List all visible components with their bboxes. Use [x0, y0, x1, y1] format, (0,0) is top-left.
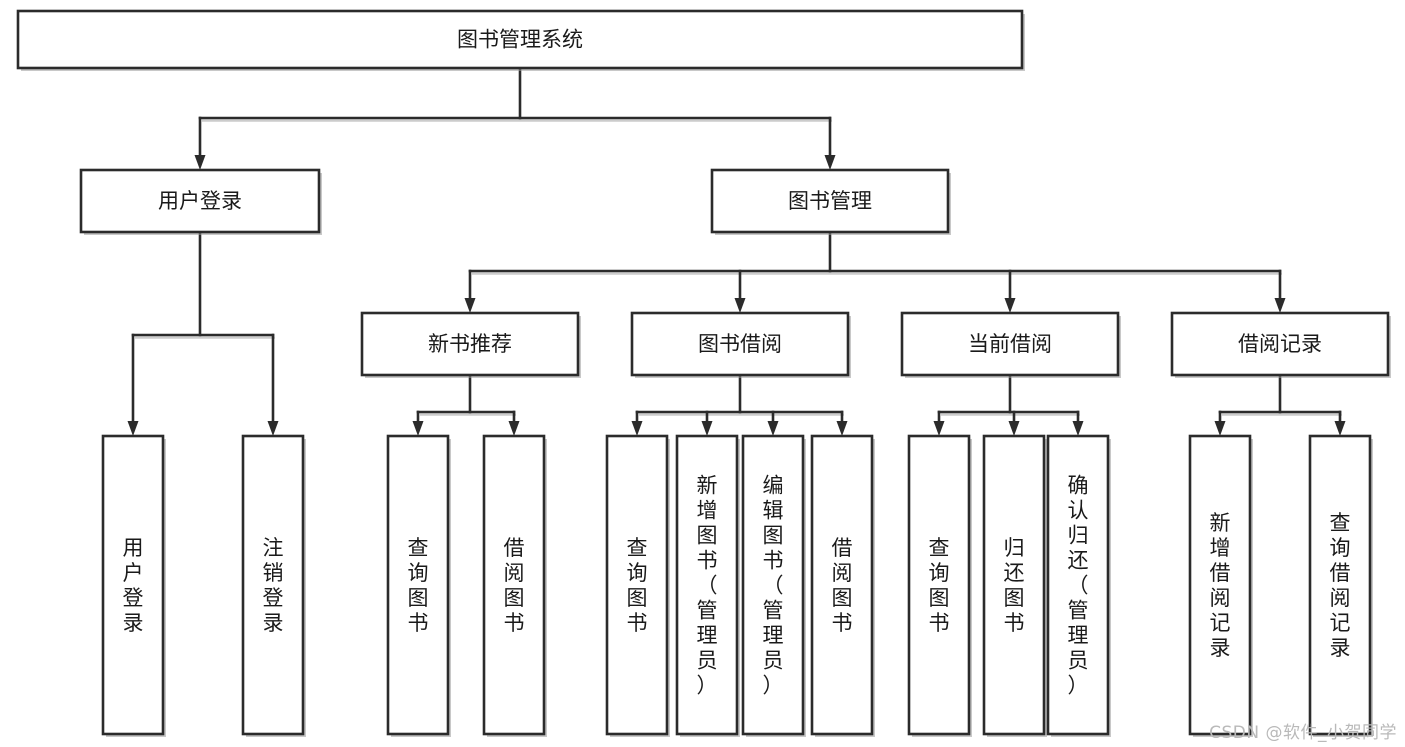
node-leaf-borrow-book-rec-label: 借阅图书: [504, 536, 525, 635]
node-leaf-query-book-borrow-box[interactable]: [605, 434, 669, 736]
arrow-head-icon: [933, 421, 945, 436]
node-leaf-return-book-label: 归还图书: [1004, 536, 1025, 635]
node-leaf-edit-book[interactable]: 编辑图书（管理员）: [741, 434, 806, 737]
node-book-borrow[interactable]: 图书借阅: [630, 311, 851, 378]
arrow-head-icon: [1214, 421, 1226, 436]
node-leaf-borrow-book-rec[interactable]: 借阅图书: [482, 434, 547, 737]
connector-book-manage: [464, 230, 1286, 313]
node-new-book-rec-label: 新书推荐: [428, 332, 512, 356]
arrow-head-icon: [1334, 421, 1346, 436]
connector-user-login: [127, 230, 279, 436]
node-new-book-rec-box[interactable]: [360, 311, 580, 377]
arrow-head-icon: [267, 421, 279, 436]
node-leaf-query-book-rec-label: 查询图书: [408, 536, 429, 635]
node-leaf-query-book-cur-label: 查询图书: [929, 536, 950, 635]
arrow-head-icon: [1274, 298, 1286, 313]
node-leaf-return-book-box[interactable]: [982, 434, 1046, 736]
node-user-login[interactable]: 用户登录: [79, 168, 322, 235]
arrow-head-icon: [836, 421, 848, 436]
arrow-head-icon: [1008, 421, 1020, 436]
node-borrow-record-box[interactable]: [1170, 311, 1390, 377]
node-leaf-add-book-label: 新增图书（管理员）: [697, 474, 718, 698]
node-layer: 图书管理系统用户登录图书管理新书推荐图书借阅当前借阅借阅记录用户登录注销登录查询…: [16, 9, 1391, 737]
node-leaf-query-record-label: 查询借阅记录: [1330, 511, 1351, 660]
arrow-head-icon: [1072, 421, 1084, 436]
node-leaf-confirm-return-label: 确认归还（管理员）: [1068, 474, 1089, 698]
node-leaf-user-logout[interactable]: 注销登录: [241, 434, 306, 737]
node-leaf-borrow-book-box[interactable]: [810, 434, 874, 736]
node-leaf-add-record[interactable]: 新增借阅记录: [1188, 434, 1253, 737]
node-root-box[interactable]: [16, 9, 1024, 70]
node-leaf-user-logout-label: 注销登录: [263, 536, 284, 635]
arrow-head-icon: [824, 155, 836, 170]
connector-root: [194, 66, 836, 170]
arrow-head-icon: [127, 421, 139, 436]
node-leaf-add-record-box[interactable]: [1188, 434, 1252, 736]
node-leaf-user-logout-box[interactable]: [241, 434, 305, 736]
arrow-head-icon: [734, 298, 746, 313]
node-user-login-box[interactable]: [79, 168, 321, 234]
node-current-borrow-label: 当前借阅: [968, 332, 1052, 356]
node-current-borrow-box[interactable]: [900, 311, 1120, 377]
node-leaf-query-book-rec-box[interactable]: [386, 434, 450, 736]
node-leaf-query-book-borrow-label: 查询图书: [627, 536, 648, 635]
connector-book-borrow: [631, 373, 848, 436]
node-leaf-borrow-book[interactable]: 借阅图书: [810, 434, 875, 737]
node-book-borrow-box[interactable]: [630, 311, 850, 377]
node-leaf-confirm-return-box[interactable]: [1046, 434, 1110, 736]
node-leaf-query-record-box[interactable]: [1308, 434, 1372, 736]
node-leaf-query-book-cur[interactable]: 查询图书: [907, 434, 972, 737]
arrow-head-icon: [1004, 298, 1016, 313]
node-leaf-edit-book-box[interactable]: [741, 434, 805, 736]
node-leaf-add-book-box[interactable]: [675, 434, 739, 736]
node-leaf-query-record[interactable]: 查询借阅记录: [1308, 434, 1373, 737]
node-leaf-return-book[interactable]: 归还图书: [982, 434, 1047, 737]
node-root[interactable]: 图书管理系统: [16, 9, 1025, 71]
connector-current-borrow: [933, 373, 1084, 436]
node-leaf-add-book[interactable]: 新增图书（管理员）: [675, 434, 740, 737]
arrow-head-icon: [767, 421, 779, 436]
node-leaf-query-book-cur-box[interactable]: [907, 434, 971, 736]
edge-layer: [127, 66, 1346, 436]
node-root-label: 图书管理系统: [457, 28, 583, 52]
node-leaf-user-login[interactable]: 用户登录: [101, 434, 166, 737]
node-user-login-label: 用户登录: [158, 189, 242, 213]
arrow-head-icon: [464, 298, 476, 313]
node-leaf-user-login-label: 用户登录: [123, 536, 144, 635]
arrow-head-icon: [631, 421, 643, 436]
node-current-borrow[interactable]: 当前借阅: [900, 311, 1121, 378]
node-leaf-borrow-book-label: 借阅图书: [832, 536, 853, 635]
node-leaf-user-login-box[interactable]: [101, 434, 165, 736]
node-leaf-add-record-label: 新增借阅记录: [1210, 511, 1231, 660]
csdn-watermark: CSDN @软件_小贺同学: [1209, 723, 1397, 743]
node-leaf-query-book-rec[interactable]: 查询图书: [386, 434, 451, 737]
arrow-head-icon: [194, 155, 206, 170]
node-new-book-rec[interactable]: 新书推荐: [360, 311, 581, 378]
node-leaf-confirm-return[interactable]: 确认归还（管理员）: [1046, 434, 1111, 737]
node-leaf-borrow-book-rec-box[interactable]: [482, 434, 546, 736]
connector-new-book-rec: [412, 373, 520, 436]
node-borrow-record-label: 借阅记录: [1238, 332, 1322, 356]
arrow-head-icon: [412, 421, 424, 436]
arrow-head-icon: [508, 421, 520, 436]
connector-borrow-record: [1214, 373, 1346, 436]
node-leaf-edit-book-label: 编辑图书（管理员）: [763, 474, 784, 698]
node-book-borrow-label: 图书借阅: [698, 332, 782, 356]
node-leaf-query-book-borrow[interactable]: 查询图书: [605, 434, 670, 737]
node-book-manage-label: 图书管理: [788, 189, 872, 213]
node-book-manage-box[interactable]: [710, 168, 950, 234]
arrow-head-icon: [701, 421, 713, 436]
node-borrow-record[interactable]: 借阅记录: [1170, 311, 1391, 378]
node-book-manage[interactable]: 图书管理: [710, 168, 951, 235]
